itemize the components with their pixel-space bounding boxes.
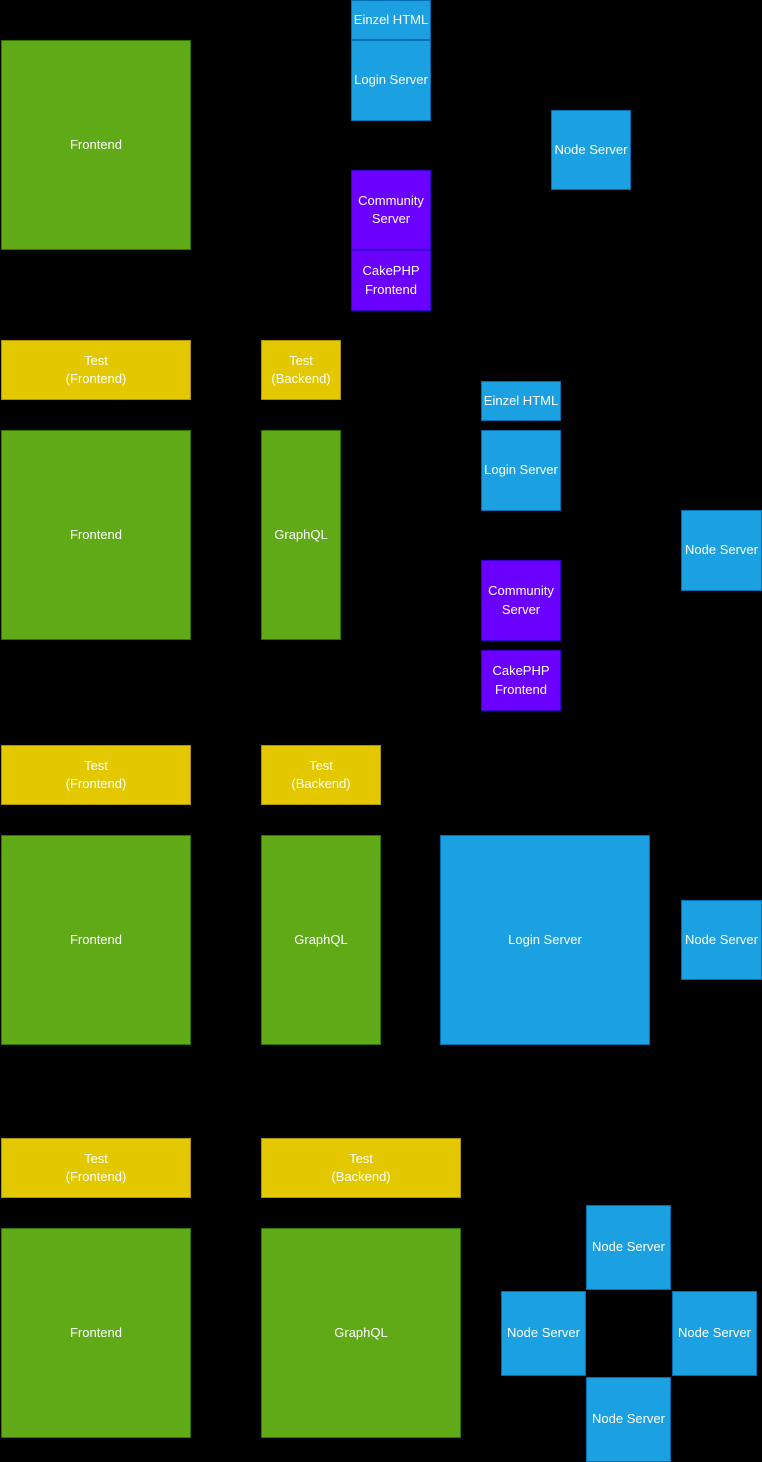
node-label: Community [488,583,554,599]
phase3-frontend-node: Frontend [1,835,191,1045]
phase2-node-server-node: Node Server [681,510,762,591]
node-label: CakePHP [492,663,550,679]
node-label: Login Server [508,931,582,947]
node-label: (Frontend) [65,1169,127,1184]
node-label: (Frontend) [65,776,127,791]
phase1-node-server-node: Node Server [551,110,631,190]
phase1-einzel-html-node: Einzel HTML [351,0,431,40]
phase4-node-server-left-node: Node Server [501,1291,586,1376]
node-label: Frontend [364,281,418,297]
phase2-frontend-node: Frontend [1,430,191,640]
node-label: CakePHP [362,263,420,279]
node-label: GraphQL [274,526,328,542]
node-label: Frontend [69,931,123,947]
phase1-frontend-node: Frontend [1,40,191,250]
node-label: Test [84,1150,108,1166]
node-label: Community [358,192,424,208]
phase4-graphql-node: GraphQL [261,1228,461,1438]
phase4-node-server-bottom-node: Node Server [586,1377,671,1462]
phase1-login-server-node: Login Server [351,40,431,121]
node-label: Test [309,757,333,773]
phase2-test-frontend-node: Test (Frontend) [1,340,191,400]
node-label: (Frontend) [65,371,127,386]
node-label: Node Server [592,1239,665,1255]
node-label: Test [289,352,313,368]
node-label: Node Server [507,1325,580,1341]
node-label: Node Server [678,1325,751,1341]
phase4-frontend-node: Frontend [1,1228,191,1438]
phase3-test-backend-node: Test (Backend) [261,745,381,805]
node-label: Test [349,1150,373,1166]
node-label: Login Server [354,72,428,88]
node-label: GraphQL [334,1324,388,1340]
node-label: Frontend [69,526,123,542]
node-label: Einzel HTML [483,392,559,408]
phase3-node-server-node: Node Server [681,900,762,980]
node-label: Einzel HTML [353,11,429,27]
phase2-test-backend-node: Test (Backend) [261,340,341,400]
phase4-node-server-right-node: Node Server [672,1291,757,1376]
node-label: Node Server [554,141,628,157]
node-label: Test [84,352,108,368]
node-label: Server [501,601,541,617]
node-label: Frontend [69,136,123,152]
phase3-test-frontend-node: Test (Frontend) [1,745,191,805]
node-label: Login Server [484,462,558,478]
node-label: Node Server [592,1411,665,1427]
phase3-login-server-node: Login Server [440,835,650,1045]
phase2-login-server-node: Login Server [481,430,561,511]
phase4-test-backend-node: Test (Backend) [261,1138,461,1198]
node-label: (Backend) [331,1169,391,1184]
phase1-cakephp-frontend-node: CakePHP Frontend [351,250,431,311]
phase2-cakephp-frontend-node: CakePHP Frontend [481,650,561,711]
node-label: GraphQL [294,931,348,947]
node-label: Test [84,757,108,773]
node-label: Frontend [69,1324,123,1340]
phase4-node-server-top-node: Node Server [586,1205,671,1290]
phase4-test-frontend-node: Test (Frontend) [1,1138,191,1198]
phase2-graphql-node: GraphQL [261,430,341,640]
node-label: (Backend) [291,776,351,791]
node-label: (Backend) [271,371,331,386]
phase2-einzel-html-node: Einzel HTML [481,381,561,421]
node-label: Node Server [685,542,758,558]
phase3-graphql-node: GraphQL [261,835,381,1045]
node-label: Server [371,211,411,226]
node-label: Frontend [494,681,548,697]
node-label: Node Server [685,931,758,947]
